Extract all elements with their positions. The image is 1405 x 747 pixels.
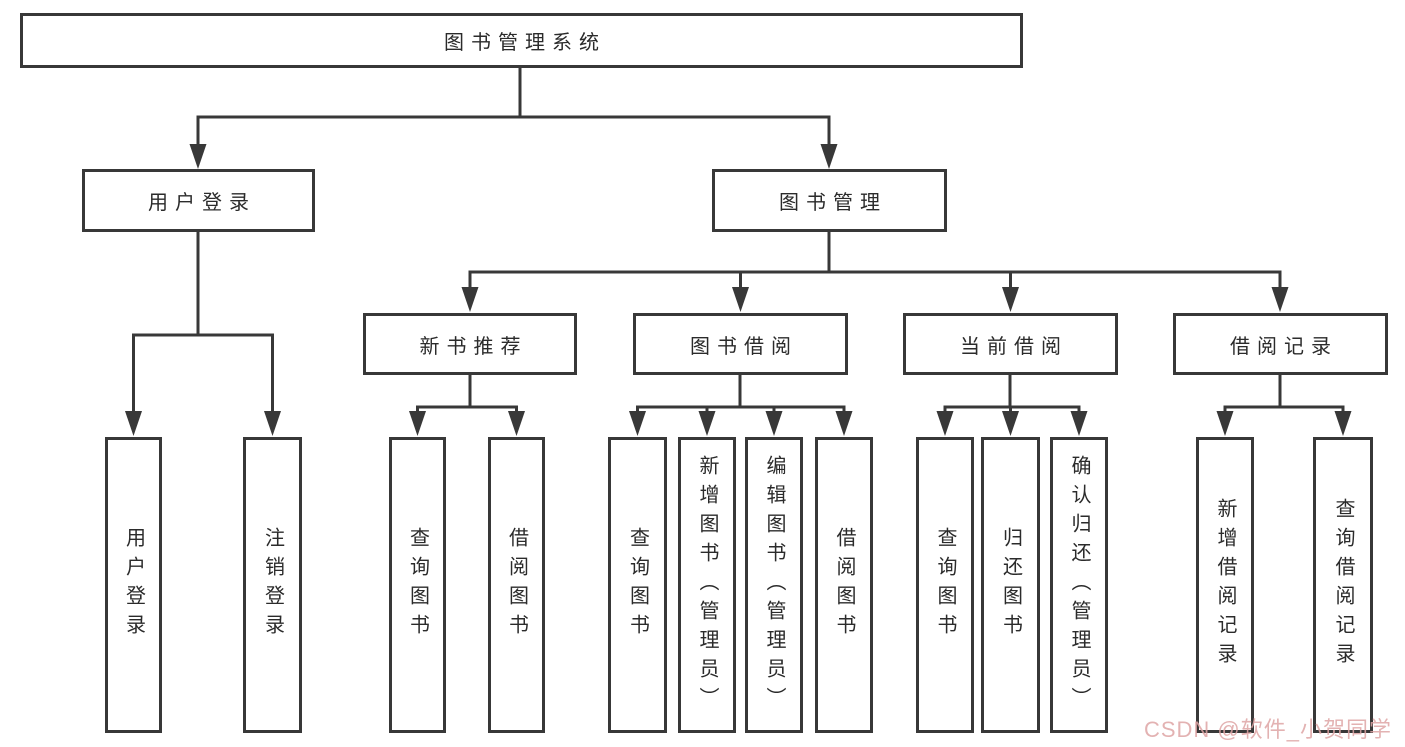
node-label: 确认归还（管理员） [1068,454,1090,716]
node-label: 查询图书 [934,527,956,643]
node-label: 新增借阅记录 [1214,498,1236,672]
node-library-system: 图书管理系统 [20,13,1023,68]
node-leaf-add-borrow-record: 新增借阅记录 [1196,437,1254,733]
arrowheads [125,144,1352,436]
node-new-book-recommend: 新书推荐 [363,313,577,375]
node-leaf-user-login: 用户登录 [105,437,162,733]
node-book-borrow: 图书借阅 [633,313,848,375]
node-label: 借阅图书 [505,527,528,643]
node-leaf-logout: 注销登录 [243,437,302,733]
node-label: 借阅记录 [1230,335,1338,358]
node-label: 借阅图书 [833,527,855,643]
node-current-borrow: 当前借阅 [903,313,1118,375]
node-leaf-add-book-admin: 新增图书（管理员） [678,437,736,733]
node-book-management: 图书管理 [712,169,947,232]
node-label: 图书管理系统 [444,32,606,54]
node-borrow-records: 借阅记录 [1173,313,1388,375]
node-label: 归还图书 [999,527,1022,643]
node-leaf-return-book: 归还图书 [981,437,1040,733]
node-leaf-query-borrow-record: 查询借阅记录 [1313,437,1373,733]
node-label: 当前借阅 [960,335,1068,358]
node-leaf-newrec-query-books: 查询图书 [389,437,446,733]
node-label: 图书管理 [779,192,887,214]
node-label: 新书推荐 [419,335,528,358]
node-leaf-borrow-query-books: 查询图书 [608,437,667,733]
node-leaf-newrec-borrow-books: 借阅图书 [488,437,545,733]
node-label: 新增图书（管理员） [696,454,718,716]
node-label: 用户登录 [148,192,256,214]
node-user-login: 用户登录 [82,169,315,232]
node-label: 查询图书 [406,527,429,643]
node-label: 查询借阅记录 [1332,498,1354,672]
node-leaf-current-query-books: 查询图书 [916,437,974,733]
node-label: 查询图书 [626,527,649,643]
node-label: 注销登录 [261,527,284,643]
node-leaf-confirm-return-admin: 确认归还（管理员） [1050,437,1108,733]
node-label: 用户登录 [122,527,145,643]
node-leaf-edit-book-admin: 编辑图书（管理员） [745,437,803,733]
node-label: 编辑图书（管理员） [763,454,785,716]
csdn-watermark: CSDN @软件_小贺同学 [1143,717,1392,742]
node-leaf-borrow-book: 借阅图书 [815,437,873,733]
node-label: 图书借阅 [690,335,798,358]
